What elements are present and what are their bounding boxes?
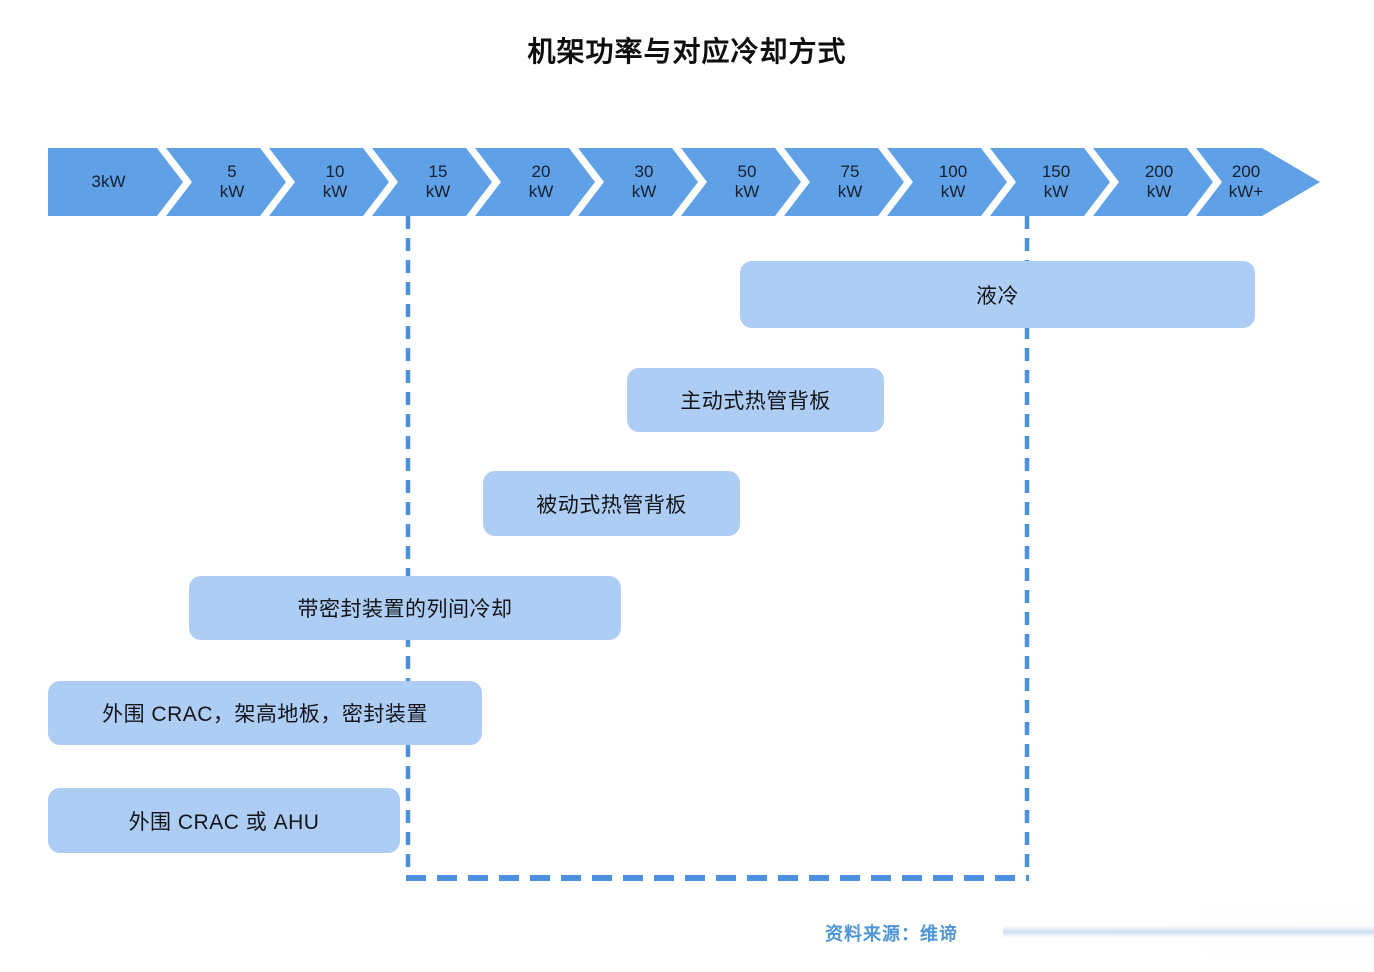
cooling-bar-passive-heat-pipe-door: 被动式热管背板 [483,471,740,536]
cooling-bar-label: 带密封装置的列间冷却 [297,598,513,621]
cooling-bar-inrow-with-containment: 带密封装置的列间冷却 [189,576,621,640]
source-prefix: 资料来源： [825,924,920,944]
segment-label: kW [528,182,554,201]
cooling-bar-label: 主动式热管背板 [680,390,831,413]
segment-label: kW [322,182,348,201]
segment-label: 100 [938,161,968,181]
power-segment-3kw: 3kW [48,148,183,216]
source-attribution: 资料来源：维谛 [825,920,958,946]
segment-label: 20 [531,161,551,181]
cooling-bar-label: 外围 CRAC，架高地板，密封装置 [102,703,428,726]
segment-label: 3kW [91,171,126,191]
segment-label: 30 [634,161,654,181]
white-blur-smear [1003,902,1374,958]
segment-label: kW [425,182,451,201]
cooling-bar-crac-raised-floor-containment: 外围 CRAC，架高地板，密封装置 [48,681,482,745]
cooling-bar-label: 液冷 [976,284,1019,308]
page-title: 机架功率与对应冷却方式 [527,36,847,67]
cooling-bar-label: 外围 CRAC 或 AHU [128,810,320,834]
segment-label: 150 [1041,161,1071,181]
segment-label: 50 [737,161,757,181]
segment-label: 200 [1231,161,1261,181]
segment-label: kW+ [1228,182,1264,201]
cooling-bar-label: 被动式热管背板 [536,493,687,517]
segment-label: kW [940,182,966,201]
segment-label: kW [734,182,760,201]
segment-label: 75 [840,161,860,181]
segment-label: kW [631,182,657,201]
cooling-bar-liquid-cooling: 液冷 [740,261,1255,328]
segment-label: kW [837,182,863,201]
segment-label: 5 [227,161,237,181]
segment-label: 10 [325,161,345,181]
segment-label: kW [219,182,245,201]
cooling-bar-crac-or-ahu: 外围 CRAC 或 AHU [48,788,400,853]
segment-label: 200 [1144,161,1174,181]
source-name: 维谛 [920,924,958,944]
segment-label: kW [1043,182,1069,201]
segment-label: 15 [428,161,448,181]
segment-label: kW [1146,182,1172,201]
cooling-bar-active-heat-pipe-door: 主动式热管背板 [627,368,884,432]
